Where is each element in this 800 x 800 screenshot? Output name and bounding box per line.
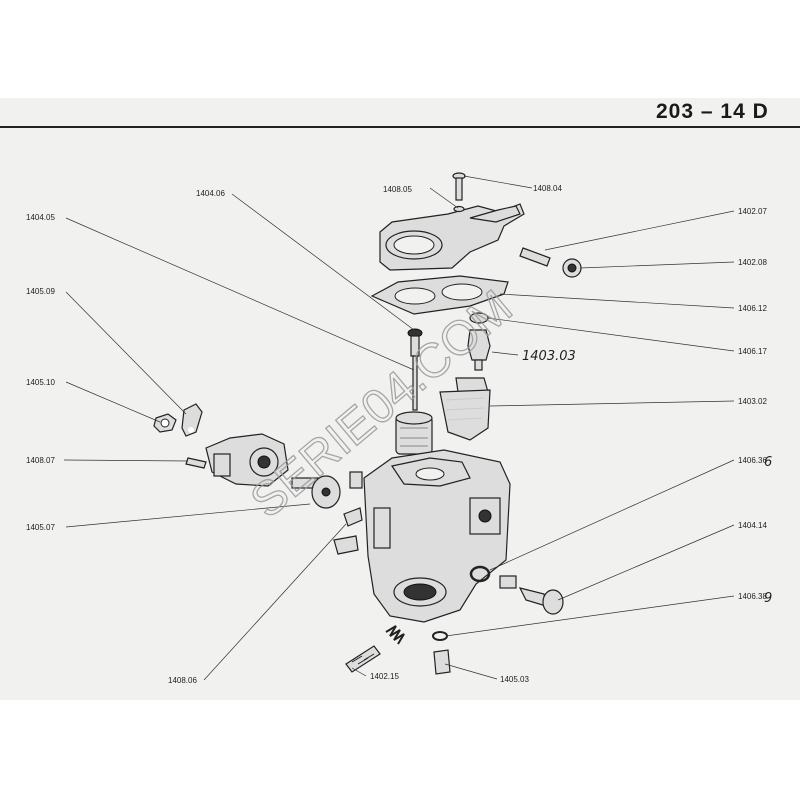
choke-lever (181, 403, 203, 437)
carburetor-top-cover (379, 203, 525, 271)
carburetor-body (363, 449, 511, 623)
leader-lines (63, 175, 735, 681)
float (439, 377, 491, 441)
header-rule (0, 126, 800, 128)
label-1402-07: 1402.07 (738, 207, 767, 216)
handwritten-mark-1406-38: 9 (764, 591, 772, 606)
label-1404-14: 1404.14 (738, 521, 767, 530)
idle-jet (333, 507, 363, 555)
label-1408-06: 1408.06 (168, 676, 197, 685)
adjusting-screw (519, 247, 582, 278)
choke-housing (205, 433, 289, 487)
label-1404-05: 1404.05 (26, 213, 55, 222)
handwritten-label-1403-03: 1403.03 (522, 349, 576, 364)
label-1405-07: 1405.07 (26, 523, 55, 532)
idle-mixture-screw (345, 625, 405, 673)
label-1408-07: 1408.07 (26, 456, 55, 465)
label-1404-06: 1404.06 (196, 189, 225, 198)
filter-cylinder (395, 411, 433, 455)
label-1403-02: 1403.02 (738, 397, 767, 406)
emulsion-tube (407, 328, 423, 411)
housing-screw (185, 457, 207, 469)
label-1406-17: 1406.17 (738, 347, 767, 356)
label-1406-36: 1406.36 (738, 456, 767, 465)
label-1408-05: 1408.05 (383, 185, 412, 194)
label-1405-10: 1405.10 (26, 378, 55, 387)
choke-nut (153, 413, 177, 433)
label-1402-15: 1402.15 (370, 672, 399, 681)
main-jet-holder (499, 575, 564, 615)
cover-gasket (370, 275, 509, 315)
label-1405-03: 1405.03 (500, 675, 529, 684)
diaphragm-shaft (291, 471, 363, 509)
washer (432, 631, 448, 641)
drain-plug (433, 649, 451, 675)
label-1402-08: 1402.08 (738, 258, 767, 267)
label-1406-38: 1406.38 (738, 592, 767, 601)
needle-valve (467, 312, 491, 371)
handwritten-mark-1406-36: 6 (764, 455, 772, 470)
page-reference: 203 – 14 D (656, 100, 769, 123)
label-1405-09: 1405.09 (26, 287, 55, 296)
label-1406-12: 1406.12 (738, 304, 767, 313)
label-1408-04: 1408.04 (533, 184, 562, 193)
o-ring (469, 565, 491, 583)
